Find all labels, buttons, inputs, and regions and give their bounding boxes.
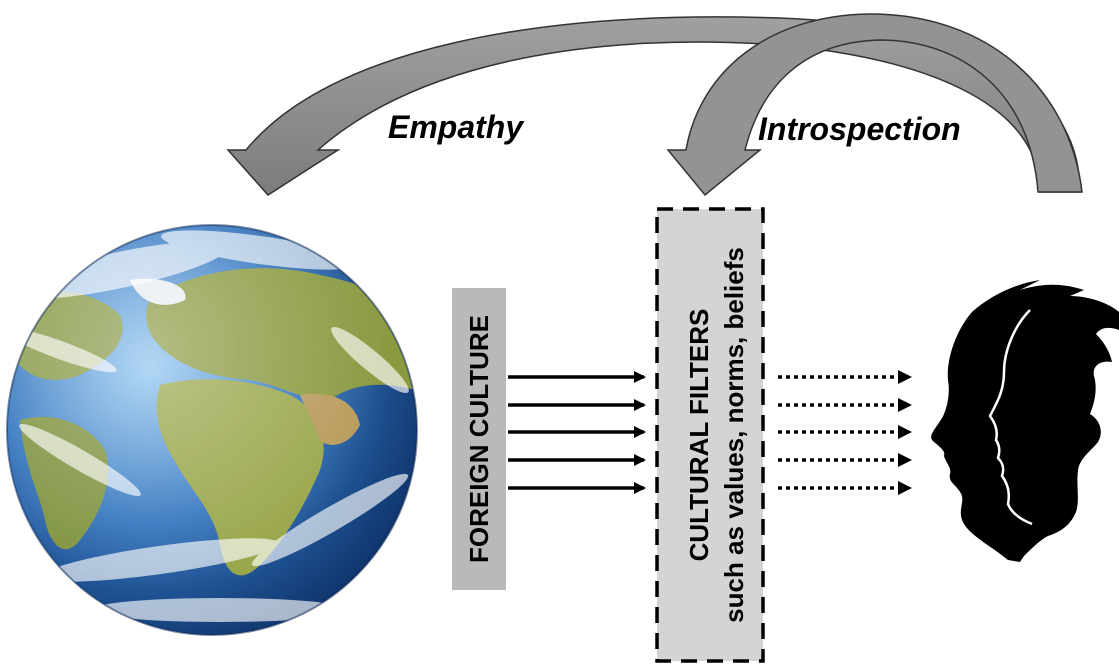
solid-arrows (508, 371, 646, 494)
human-head-silhouette-icon (931, 280, 1119, 562)
cultural-filters-subtitle: such as values, norms, beliefs (719, 247, 749, 623)
empathy-label: Empathy (388, 109, 525, 145)
cultural-filters-box: CULTURAL FILTERS such as values, norms, … (655, 207, 765, 663)
introspection-arrow (666, 13, 1083, 197)
dotted-arrows (778, 375, 900, 490)
earth-globe-icon (6, 224, 418, 636)
foreign-culture-box: FOREIGN CULTURE (452, 288, 506, 590)
cultural-filters-title: CULTURAL FILTERS (684, 309, 714, 562)
dotted-arrowheads (898, 370, 912, 495)
introspection-label: Introspection (758, 111, 961, 147)
foreign-culture-label: FOREIGN CULTURE (464, 315, 494, 563)
